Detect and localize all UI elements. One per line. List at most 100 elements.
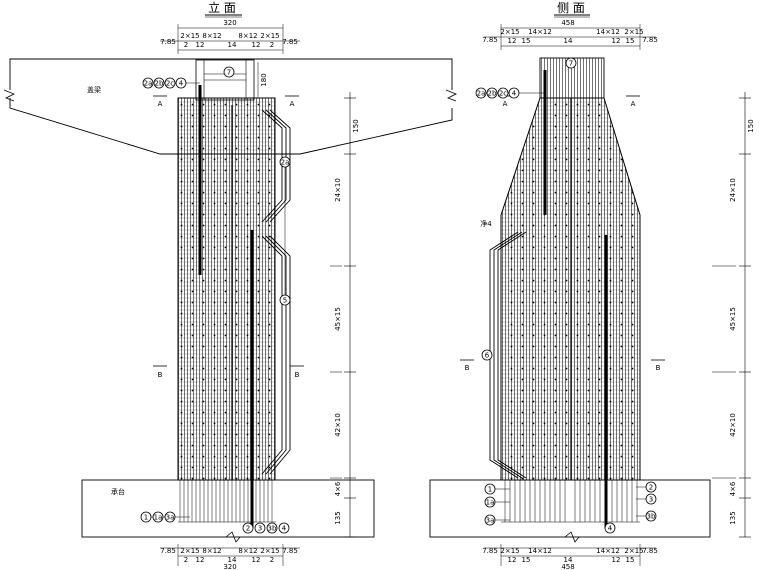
cap-label: 盖梁 <box>87 85 101 94</box>
side-section-B-left: B <box>465 364 470 372</box>
front-base-bubble-4 <box>242 522 254 534</box>
front-base-bubble-6-label: 3b <box>268 525 277 533</box>
side-bottom-dim-row2-3: 14 <box>564 556 573 564</box>
front-section-B-right: B <box>295 371 300 379</box>
front-vdim-4: 42×10 <box>334 413 342 437</box>
front-bottom-dim-row2-1: 2 <box>184 556 188 564</box>
side-bottom-dim-row2-1: 12 <box>508 556 517 564</box>
front-top-bubble-1-label: 2a <box>144 80 153 88</box>
side-vdim-5: 4×6 <box>729 481 737 496</box>
side-vdim-2: 24×10 <box>729 178 737 202</box>
side-bottom-dimensions: 7.85 2×15 14×12 14×12 2×15 7.85 12 15 14… <box>482 544 658 570</box>
front-section-A-left: A <box>158 100 163 108</box>
side-vdim-1: 150 <box>747 119 755 132</box>
side-top-dim-row2-3: 14 <box>564 37 573 45</box>
side-base-bubble-7-label: 4 <box>608 525 613 533</box>
front-section-B-left: B <box>158 371 163 379</box>
front-section-markers: A A B B <box>153 95 304 379</box>
front-bottom-dim-4: 8×12 <box>238 547 257 555</box>
front-top-bubble-2-label: 2b <box>155 80 164 88</box>
front-vdim-1: 150 <box>352 119 360 132</box>
side-top-dim-1: 7.85 <box>482 36 498 44</box>
front-vertical-dimensions: 150 24×10 45×15 42×10 4×6 135 <box>330 92 360 538</box>
side-top-dim-6: 7.85 <box>642 36 658 44</box>
side-top-bubble-2 <box>486 87 498 99</box>
side-base-bubble-6-label: 3b <box>647 513 656 521</box>
side-base <box>429 479 711 543</box>
side-bottom-dim-row2-4: 12 <box>612 556 621 564</box>
front-top-dim-row2-5: 2 <box>270 41 274 49</box>
front-top-bubble-3-label: 2c <box>166 80 174 88</box>
side-base-bubble-3 <box>484 514 496 526</box>
front-top-dim-4: 8×12 <box>238 32 257 40</box>
front-bottom-dim-5: 2×15 <box>260 547 279 555</box>
side-top-dim-3: 14×12 <box>528 28 552 36</box>
front-top-dim-row2-2: 12 <box>196 41 205 49</box>
front-top-dim-2: 2×15 <box>180 32 199 40</box>
side-bottom-dim-6: 7.85 <box>642 547 658 555</box>
front-top-dim-row2-3: 14 <box>228 41 237 49</box>
front-vdim-5: 4×6 <box>334 481 342 496</box>
front-vdim-3: 45×15 <box>334 307 342 331</box>
front-column <box>177 85 276 528</box>
side-top-total: 458 <box>561 19 574 27</box>
front-top-bubble-3 <box>164 77 176 89</box>
side-bottom-dim-row2-2: 15 <box>522 556 531 564</box>
front-bottom-dim-6: 7.85 <box>282 547 298 555</box>
side-top-dim-row2-4: 12 <box>612 37 621 45</box>
side-top-dim-4: 14×12 <box>596 28 620 36</box>
front-top-bubble-1 <box>142 77 154 89</box>
front-bottom-dim-row2-5: 2 <box>270 556 274 564</box>
side-top-dim-row2-1: 12 <box>508 37 517 45</box>
front-base-bubble-2 <box>152 511 164 523</box>
side-bottom-dim-3: 14×12 <box>528 547 552 555</box>
side-base-bubble-2 <box>484 496 496 508</box>
side-base-bubble-4-label: 2 <box>649 484 653 492</box>
side-section-A-right: A <box>631 100 636 108</box>
front-bottom-total: 320 <box>223 563 236 570</box>
front-bottom-dim-1: 7.85 <box>160 547 176 555</box>
side-section-A-left: A <box>503 100 508 108</box>
side-title: 侧 面 <box>557 1 585 15</box>
side-base-bubble-4 <box>645 481 657 493</box>
front-vdim-2: 24×10 <box>334 178 342 202</box>
side-top-dim-row2-5: 15 <box>626 37 635 45</box>
front-base-bubble-5 <box>254 522 266 534</box>
front-top-bubble-4 <box>175 77 187 89</box>
side-base-bubble-6 <box>645 510 657 522</box>
side-base-bubble-5-label: 3 <box>649 496 653 504</box>
side-top-bubble-1 <box>475 87 487 99</box>
front-bottom-dim-3: 8×12 <box>202 547 221 555</box>
front-bottom-dim-row2-4: 12 <box>252 556 261 564</box>
front-top-total: 320 <box>223 19 236 27</box>
side-top-dimensions: 458 7.85 2×15 14×12 14×12 2×15 7.85 12 1… <box>482 19 658 50</box>
front-section-A-right: A <box>290 100 295 108</box>
front-base-bubble-3-label: 3a <box>166 514 175 522</box>
side-top-dim-row2-2: 15 <box>522 37 531 45</box>
side-top-bubble-2-label: 2b <box>488 90 497 98</box>
side-top-bubble-4-label: 4 <box>512 90 517 98</box>
front-bubble-7-label: 7 <box>227 69 231 77</box>
front-base-bubble-7-label: 4 <box>282 525 287 533</box>
front-base-bubble-3 <box>164 511 176 523</box>
side-elevation: 侧 面 458 7.85 2×15 14×12 14×12 2×15 7.85 … <box>429 1 755 570</box>
front-side-bubble-2 <box>279 294 291 306</box>
front-title: 立 面 <box>208 0 236 15</box>
side-section-B-right: B <box>656 364 661 372</box>
side-vdim-6: 135 <box>729 511 737 524</box>
side-bottom-dim-row2-5: 15 <box>626 556 635 564</box>
front-vdim-6: 135 <box>334 511 342 524</box>
front-top-dim-row2-4: 12 <box>252 41 261 49</box>
side-top-bubble-4 <box>508 87 520 99</box>
front-top-dim-row2-1: 2 <box>184 41 188 49</box>
front-elevation: 立 面 320 7.85 2×15 8×12 8×12 2×15 7.85 2 … <box>3 0 457 570</box>
side-bubble-7 <box>565 57 577 69</box>
front-top-dim-5: 2×15 <box>260 32 279 40</box>
side-bottom-dim-2: 2×15 <box>500 547 519 555</box>
side-label-4: 净4 <box>480 219 492 228</box>
front-side-bubble-2-label: 5 <box>283 297 287 305</box>
side-bubble-7-label: 7 <box>569 60 573 68</box>
side-base-bubble-3-label: 3a <box>486 517 495 525</box>
front-top-bubble-2 <box>153 77 165 89</box>
